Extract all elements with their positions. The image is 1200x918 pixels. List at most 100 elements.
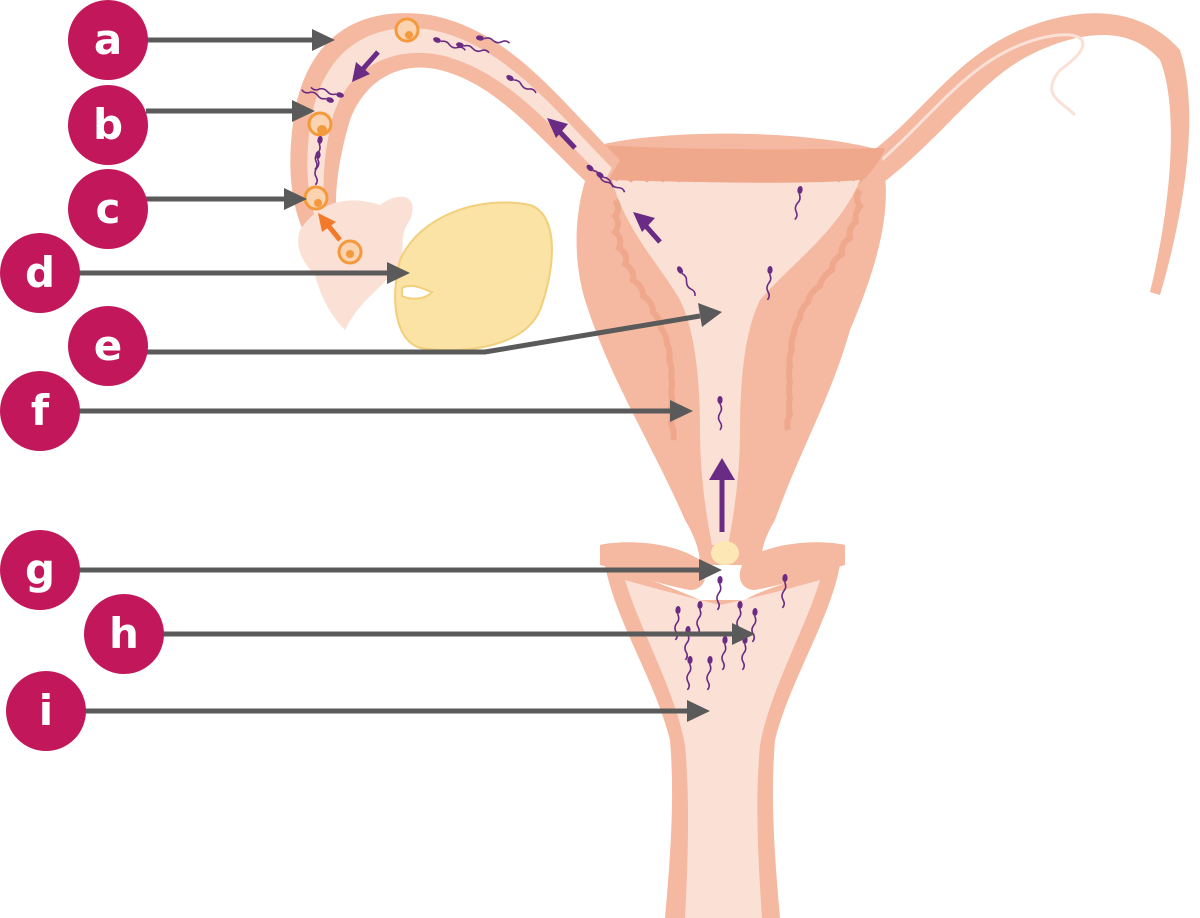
label-a: a (68, 0, 148, 80)
label-h: h (84, 594, 164, 674)
sperm-tail (513, 79, 537, 94)
pointer-a (146, 29, 335, 51)
sperm-head (336, 92, 344, 98)
sperm-head (687, 656, 693, 664)
pointer-h (162, 623, 755, 645)
sperm-cell (686, 656, 693, 691)
right-fallopian-tube (860, 13, 1190, 296)
sperm-head (315, 151, 321, 159)
sperm-head (752, 608, 758, 616)
sperm-tail (794, 193, 801, 221)
pointer-b (146, 100, 315, 122)
label-f: f (0, 371, 80, 451)
sperm-tail (681, 272, 696, 297)
flow-arrow (352, 50, 380, 82)
egg-nucleus (317, 125, 327, 135)
sperm-head (717, 396, 723, 404)
sperm-head (717, 576, 723, 584)
sperm-head (797, 186, 803, 194)
cervix-right-lip (739, 542, 845, 590)
label-e-text: e (94, 321, 123, 370)
sperm-tail (483, 37, 511, 44)
flow-arrow (547, 118, 577, 150)
label-b: b (68, 85, 148, 165)
label-f-text: f (31, 386, 50, 435)
label-d: d (0, 233, 80, 313)
sperm-cell (706, 656, 713, 691)
sperm-head (586, 164, 594, 172)
flow-arrow (633, 212, 662, 244)
egg-movement-arrow (318, 213, 342, 242)
sperm-head (722, 636, 728, 644)
label-d-text: d (25, 248, 55, 297)
sperm-head (476, 35, 484, 41)
sperm-tail (301, 89, 327, 100)
uterine-cavity (612, 180, 860, 545)
sperm-tail (721, 643, 727, 671)
sperm-tail (314, 158, 320, 186)
sperm-head (675, 606, 681, 614)
sperm-tail (686, 663, 692, 691)
label-pointers (78, 29, 755, 722)
endometrium-right-edge (784, 188, 864, 431)
sperm-cell (310, 86, 344, 98)
sperm-tail (684, 633, 690, 661)
sperm-cell (781, 574, 788, 609)
egg-nucleus (346, 250, 354, 258)
cervical-mucus (711, 541, 739, 565)
sperm-tail (766, 273, 772, 301)
sperm-cell (314, 151, 321, 186)
sperm-tail (696, 608, 702, 636)
label-g: g (0, 530, 80, 610)
sperm-head (676, 266, 684, 274)
sperm-tail (717, 403, 723, 431)
sperm-head (596, 171, 604, 179)
egg-nucleus (314, 199, 322, 207)
sperm-tail (706, 663, 712, 691)
label-c-text: c (96, 184, 121, 233)
sperm-head (456, 42, 464, 48)
label-g-text: g (25, 545, 55, 594)
label-e: e (68, 306, 148, 386)
sperm-head (767, 266, 773, 274)
sperm-cell (596, 171, 626, 193)
sperm-cell (676, 266, 696, 297)
sperm-head (433, 37, 441, 43)
egg-cells (303, 17, 420, 265)
sperm-head (697, 601, 703, 609)
label-c: c (68, 169, 148, 249)
sperm-cell (476, 35, 511, 44)
anatomy-illustration (290, 13, 1190, 918)
egg-nucleus (405, 31, 413, 39)
sperm-head (317, 136, 323, 144)
sperm-head (707, 656, 713, 664)
sperm-cell (314, 136, 323, 171)
sperm-head (782, 574, 788, 582)
sperm-cell (716, 576, 723, 611)
sperm-head (326, 97, 334, 103)
sperm-tail (603, 176, 626, 193)
sperm-cell (766, 266, 773, 301)
sperm-tail (314, 143, 321, 171)
sperm-cells (301, 35, 803, 691)
sperm-cell (506, 74, 537, 94)
sperm-direction-arrows (352, 50, 735, 532)
sperm-cell (721, 636, 728, 671)
ovary-rupture (401, 284, 434, 300)
endometrium-top-edge (613, 175, 857, 183)
pointer-c (146, 188, 307, 210)
sperm-cell (301, 89, 334, 103)
sperm-head (737, 601, 743, 609)
sperm-cell (696, 601, 703, 636)
sperm-tail (741, 643, 747, 671)
pointer-e (146, 303, 722, 355)
sperm-cell (717, 396, 723, 431)
sperm-head (506, 74, 514, 82)
sperm-tail (781, 581, 787, 609)
cervix-left-lip (600, 542, 706, 590)
fimbriae (298, 196, 413, 330)
pointer-d (78, 262, 410, 284)
vaginal-canal (625, 580, 820, 918)
label-i-text: i (39, 686, 53, 735)
